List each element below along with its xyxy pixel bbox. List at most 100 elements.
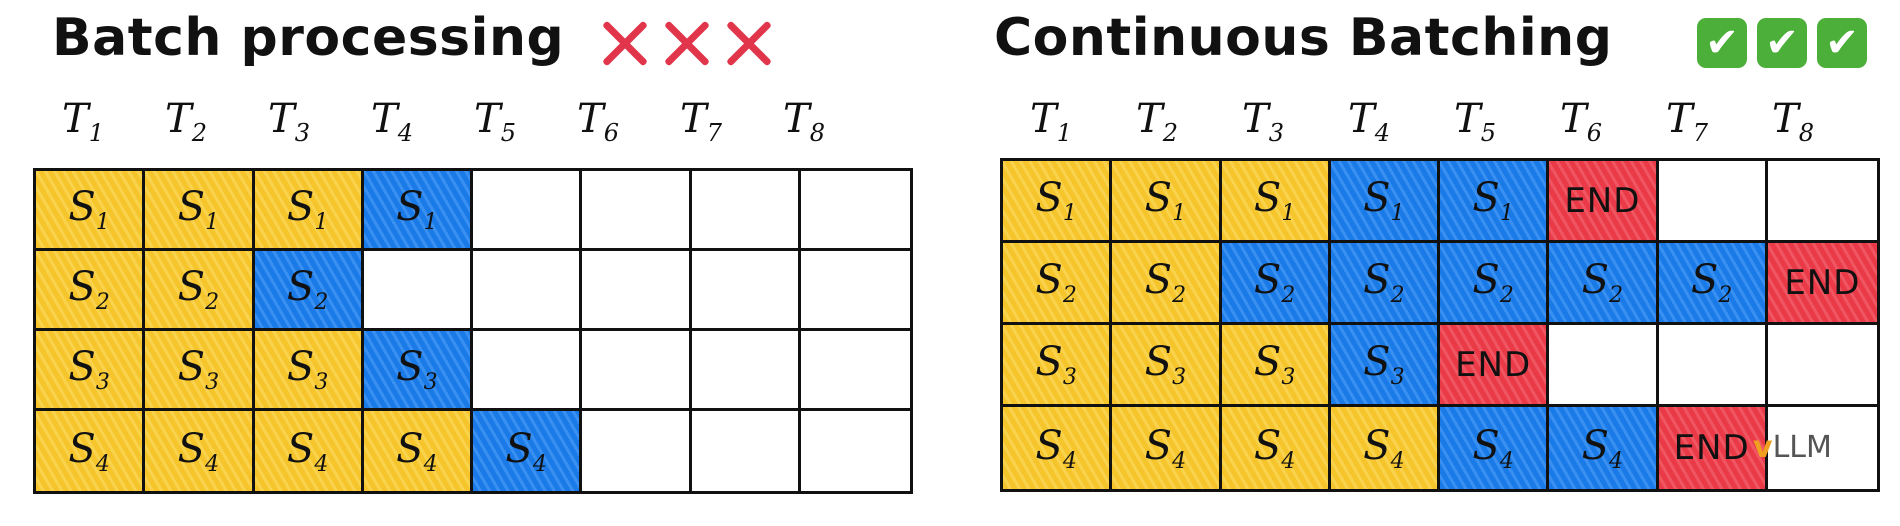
- end-cell: END: [1658, 407, 1768, 489]
- empty-cell: [582, 251, 692, 331]
- empty-cell: [1658, 325, 1768, 407]
- sequence-cell: S2: [1549, 243, 1659, 325]
- cell-label: END: [1673, 428, 1750, 468]
- empty-cell: [800, 171, 910, 251]
- sequence-cell: S4: [1440, 407, 1550, 489]
- cell-label: S4: [1472, 422, 1514, 474]
- cell-label: S2: [1363, 257, 1405, 308]
- vllm-logo: vLLM: [1753, 430, 1832, 465]
- cell-label: S1: [68, 184, 110, 235]
- cell-label: S4: [1581, 422, 1624, 474]
- empty-cell: [363, 251, 473, 331]
- empty-cell: [691, 251, 801, 331]
- sequence-cell: S4: [473, 411, 583, 491]
- cell-label: S1: [1472, 175, 1514, 226]
- empty-cell: [473, 331, 583, 411]
- time-step-header: T5: [1454, 96, 1496, 147]
- sequence-cell: S3: [145, 331, 255, 411]
- cell-label: S2: [1581, 257, 1624, 308]
- cell-label: S1: [177, 184, 220, 235]
- sequence-cell: S4: [1003, 407, 1113, 489]
- sequence-cell: S1: [1440, 161, 1550, 243]
- time-step-header: T6: [577, 96, 619, 147]
- time-step-header: T4: [371, 96, 413, 147]
- time-step-header: T8: [1772, 96, 1814, 147]
- sequence-cell: S1: [363, 171, 473, 251]
- empty-cell: [1767, 161, 1877, 243]
- cell-label: S3: [396, 344, 438, 395]
- empty-cell: [800, 251, 910, 331]
- sequence-cell: S1: [1221, 161, 1331, 243]
- cell-label: S2: [1035, 257, 1077, 308]
- check-marks: ✔✔✔: [1697, 18, 1867, 68]
- cell-label: S1: [1035, 175, 1077, 226]
- sequence-cell: S2: [1658, 243, 1768, 325]
- time-step-header: T5: [474, 96, 516, 147]
- cell-label: S2: [1144, 257, 1187, 308]
- sequence-cell: S1: [36, 171, 146, 251]
- cross-marks: [598, 14, 774, 72]
- time-step-header: T2: [1136, 96, 1178, 147]
- sequence-cell: S2: [1221, 243, 1331, 325]
- sequence-cell: S3: [254, 331, 364, 411]
- cell-label: S2: [1253, 257, 1296, 308]
- empty-cell: [691, 171, 801, 251]
- sequence-cell: S4: [363, 411, 473, 491]
- cell-label: S4: [1363, 422, 1405, 474]
- sequence-cell: S1: [1112, 161, 1222, 243]
- sequence-cell: S4: [1549, 407, 1659, 489]
- time-step-header: T7: [680, 96, 722, 147]
- cell-label: S1: [286, 184, 329, 235]
- sequence-cell: S1: [145, 171, 255, 251]
- cell-label: S2: [1690, 257, 1733, 308]
- sequence-cell: S3: [1221, 325, 1331, 407]
- cell-label: S3: [286, 344, 329, 395]
- sequence-cell: S3: [1112, 325, 1222, 407]
- cell-label: S2: [68, 264, 110, 315]
- cell-label: END: [1455, 344, 1532, 385]
- sequence-cell: S4: [36, 411, 146, 491]
- cell-label: S1: [1253, 175, 1296, 226]
- time-step-header: T2: [165, 96, 207, 147]
- batch-processing-title: Batch processing: [52, 8, 565, 68]
- cell-label: S1: [1363, 175, 1405, 226]
- time-step-header: T3: [268, 96, 310, 147]
- sequence-cell: S3: [1330, 325, 1440, 407]
- cell-label: S2: [1472, 257, 1514, 308]
- empty-cell: [582, 171, 692, 251]
- empty-cell: [801, 411, 910, 491]
- continuous-batching-title: Continuous Batching: [994, 8, 1613, 68]
- cell-label: S4: [1144, 422, 1187, 474]
- cell-label: S3: [1035, 339, 1077, 390]
- cross-icon: [598, 14, 650, 72]
- time-step-header: T4: [1348, 96, 1390, 147]
- cell-label: S4: [286, 425, 329, 477]
- cell-label: S3: [1363, 339, 1405, 390]
- empty-cell: [582, 331, 692, 411]
- check-icon: ✔: [1817, 18, 1867, 68]
- empty-cell: [582, 411, 692, 491]
- cell-label: S4: [1035, 422, 1077, 474]
- empty-cell: [1658, 161, 1768, 243]
- cross-icon: [722, 14, 774, 72]
- sequence-cell: S2: [145, 251, 255, 331]
- time-step-header: T1: [1030, 96, 1072, 147]
- sequence-cell: S2: [254, 251, 364, 331]
- sequence-cell: S1: [254, 171, 364, 251]
- cell-label: S4: [505, 425, 547, 477]
- end-cell: END: [1767, 243, 1877, 325]
- cell-label: S3: [1144, 339, 1187, 390]
- cross-icon: [660, 14, 712, 72]
- cell-label: S4: [177, 425, 220, 477]
- empty-cell: [473, 171, 583, 251]
- cell-label: END: [1564, 180, 1641, 221]
- cell-label: S1: [396, 184, 438, 235]
- sequence-cell: S3: [1003, 325, 1113, 407]
- sequence-cell: S4: [254, 411, 364, 491]
- cell-label: S4: [396, 425, 438, 477]
- cell-label: S2: [286, 264, 329, 315]
- empty-cell: [1549, 325, 1659, 407]
